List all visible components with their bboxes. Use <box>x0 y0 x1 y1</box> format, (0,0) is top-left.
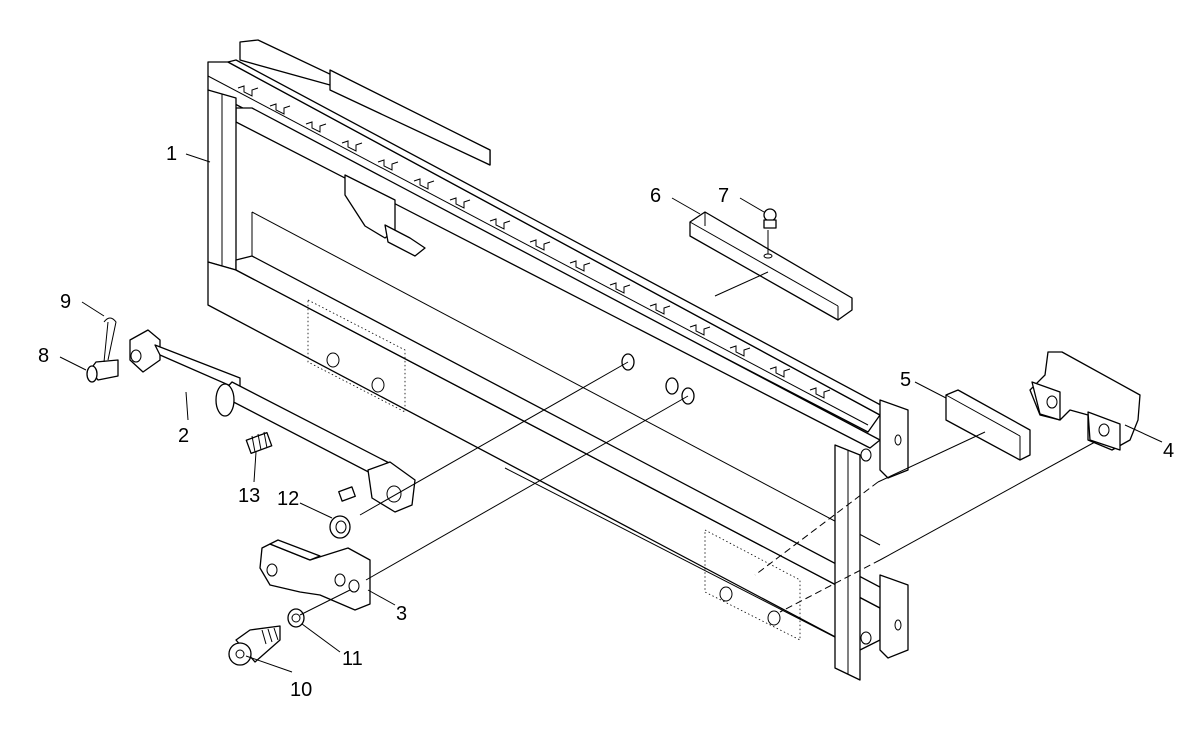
callout-8: 8 <box>38 345 49 367</box>
frame-left-pad <box>307 299 406 413</box>
frame-right-pad-hole-b <box>767 610 781 626</box>
frame-top-right-hole <box>860 448 872 462</box>
frame-right-pad-hole-a <box>719 586 733 602</box>
callout-5: 5 <box>900 369 911 391</box>
slide-bar <box>689 211 853 321</box>
grease-nipple <box>245 431 273 454</box>
frame-center-hole-lower-a <box>665 377 679 395</box>
frame-upper-endplate-hole <box>894 434 902 446</box>
frame-assembly <box>207 39 909 681</box>
pin <box>86 359 119 383</box>
wear-pad <box>945 389 1031 461</box>
frame-lower-bar-bottom-edge <box>504 467 861 651</box>
frame-lower-bar-rear-edge <box>251 211 881 546</box>
cotter-pin <box>103 317 117 363</box>
hydraulic-cylinder <box>129 329 416 513</box>
frame-hanger-hook <box>384 224 426 257</box>
frame-lower-endplate-hole <box>894 619 902 631</box>
frame-left-pad-hole-a <box>326 352 340 368</box>
callout-7: 7 <box>718 185 729 207</box>
frame-top-bar-edge <box>207 75 869 426</box>
callout-13: 13 <box>238 485 260 507</box>
frame-left-pad-hole-b <box>371 377 385 393</box>
frame-right-lower-endplate <box>879 574 909 659</box>
cap-screw <box>228 625 281 666</box>
frame-right-upper-endplate <box>879 399 909 479</box>
callout-12: 12 <box>277 488 299 510</box>
assembly-guide-lines <box>299 230 1096 616</box>
frame-hanger-bracket <box>344 174 396 239</box>
callout-labels: 1 2 3 4 5 6 7 8 9 10 11 12 13 <box>38 143 1174 701</box>
callout-leaders <box>59 153 1163 673</box>
end-stop-block <box>1029 351 1141 451</box>
callout-4: 4 <box>1163 440 1174 462</box>
frame-bottom-right-hole <box>860 631 872 645</box>
mounting-bracket <box>259 539 371 611</box>
callout-11: 11 <box>342 648 363 670</box>
washer <box>287 608 305 628</box>
callout-2: 2 <box>178 425 189 447</box>
callout-1: 1 <box>166 143 177 165</box>
callout-3: 3 <box>396 603 407 625</box>
bushing <box>329 486 356 539</box>
callout-10: 10 <box>290 679 312 701</box>
frame-top-bar-notches <box>237 85 831 399</box>
callout-9: 9 <box>60 291 71 313</box>
callout-6: 6 <box>650 185 661 207</box>
grease-fitting <box>763 208 777 259</box>
frame-rear-hanger <box>329 69 491 166</box>
